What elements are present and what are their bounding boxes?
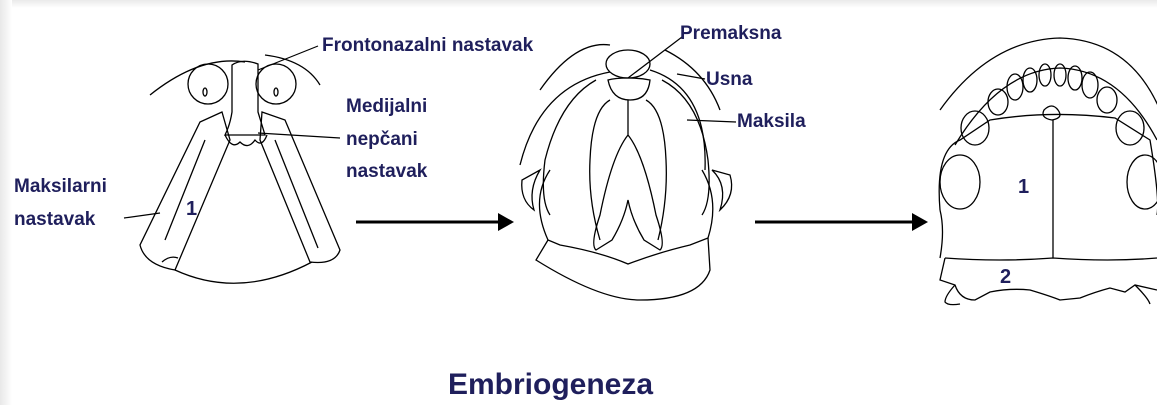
label-maksilarni-line2: nastavak: [14, 208, 95, 232]
stage-2-drawing: [520, 45, 732, 300]
label-maksila: Maksila: [737, 110, 806, 134]
right-eye-shape: [256, 64, 296, 104]
stage-3-region-1-number: 1: [1018, 176, 1029, 199]
stage-3-drawing: [939, 38, 1157, 305]
label-medijalni-line3: nastavak: [346, 160, 427, 184]
stage-3-region-2-number: 2: [1000, 266, 1011, 289]
label-medijalni-line2: nepčani: [346, 128, 418, 152]
arrow-1: [356, 213, 514, 231]
label-medijalni-line1: Medijalni: [346, 95, 427, 119]
label-maksilarni-line1: Maksilarni: [14, 175, 107, 199]
right-maxillary-shape: [260, 112, 340, 263]
stage-1-region-number: 1: [186, 198, 197, 221]
left-eye-shape: [188, 64, 228, 104]
stage-1-drawing: [140, 55, 340, 283]
label-frontonazalni-nastavak: Frontonazalni nastavak: [322, 34, 533, 58]
diagram-title: Embriogeneza: [448, 368, 653, 402]
teeth-shapes: [940, 64, 1157, 209]
arrow-2: [755, 213, 928, 231]
premaxilla-shape: [606, 50, 650, 78]
label-premaksna: Premaksna: [680, 22, 781, 46]
label-usna: Usna: [706, 68, 752, 92]
